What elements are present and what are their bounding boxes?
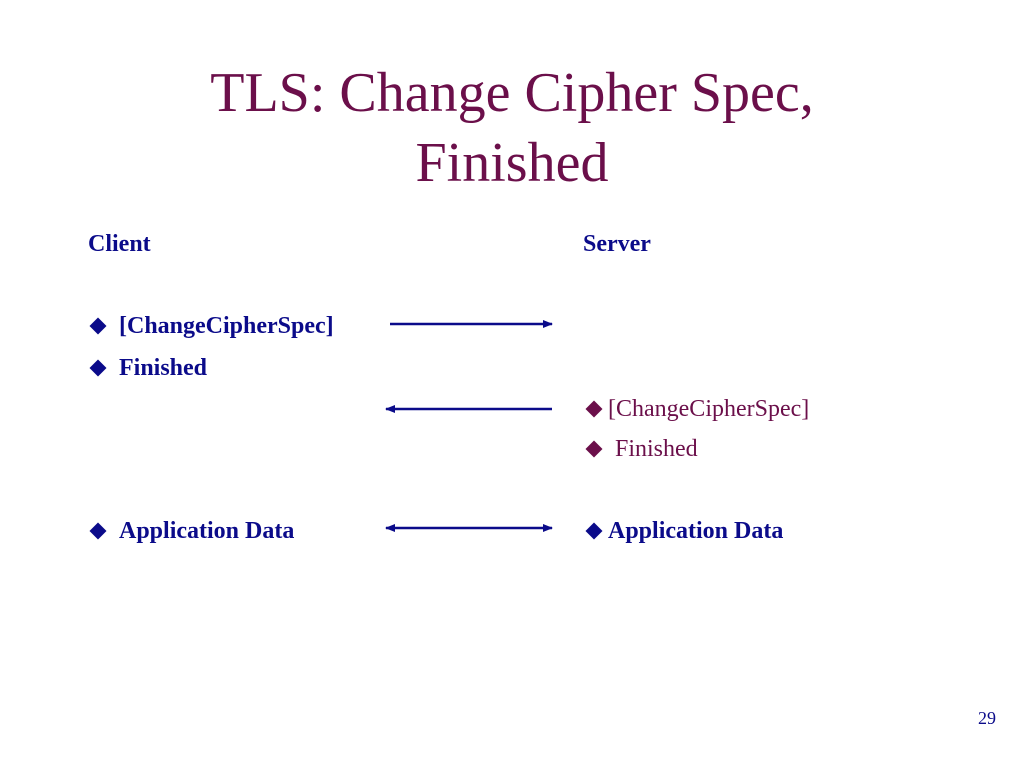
client-item-label: [ChangeCipherSpec]	[119, 313, 334, 339]
server-item-change-cipher-spec: [ChangeCipherSpec]	[584, 395, 809, 423]
client-heading: Client	[88, 231, 151, 257]
slide-title: TLS: Change Cipher Spec, Finished	[0, 58, 1024, 198]
diamond-bullet-icon	[585, 440, 603, 458]
page-number: 29	[978, 708, 996, 728]
server-item-finished: Finished	[584, 435, 698, 463]
client-item-application-data: Application Data	[88, 517, 294, 545]
slide-title-line-2: Finished	[415, 132, 609, 194]
client-item-finished: Finished	[88, 354, 207, 382]
diamond-bullet-icon	[89, 359, 107, 377]
client-item-label: Finished	[119, 355, 208, 381]
diamond-bullet-icon	[585, 522, 603, 540]
server-heading: Server	[583, 231, 651, 257]
client-item-change-cipher-spec: [ChangeCipherSpec]	[88, 312, 334, 340]
slide-title-line-1: TLS: Change Cipher Spec,	[210, 62, 814, 124]
diamond-bullet-icon	[89, 317, 107, 335]
diamond-bullet-icon	[89, 522, 107, 540]
server-item-application-data: Application Data	[584, 517, 783, 545]
client-item-label: Application Data	[119, 518, 295, 544]
server-item-label: [ChangeCipherSpec]	[608, 396, 810, 422]
diamond-bullet-icon	[585, 400, 603, 418]
server-item-label: Application Data	[608, 518, 784, 544]
server-item-label: Finished	[615, 436, 698, 462]
